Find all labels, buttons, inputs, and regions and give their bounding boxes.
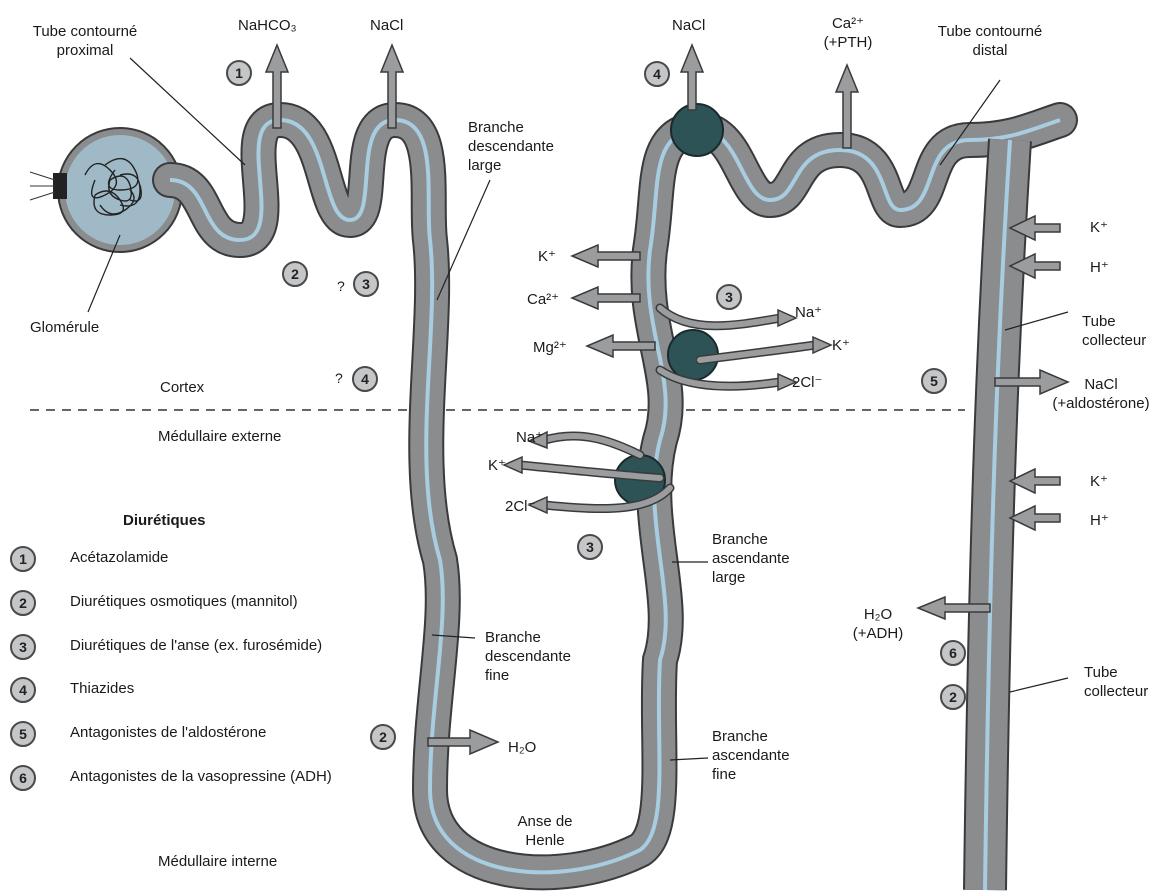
arrow-nacl2 <box>681 45 703 110</box>
label-mg-left: Mg²⁺ <box>533 338 567 357</box>
legend-item-1: Acétazolamide <box>70 549 168 566</box>
legend-badge-3: 3 <box>10 634 36 660</box>
legend-title: Diurétiques <box>123 512 206 529</box>
label-bdf: Branche descendante fine <box>485 628 571 685</box>
arrow-k2 <box>1010 469 1060 493</box>
label-bdl-l3: large <box>468 157 501 174</box>
label-cl-l2: 2Cl⁻ <box>505 497 535 516</box>
label-anse: Anse de Henle <box>505 812 585 850</box>
label-baf-l1: Branche <box>712 728 768 745</box>
label-bal-l3: large <box>712 569 745 586</box>
label-h2o-loop: H₂O <box>508 738 536 757</box>
badge-4-proximal: 4 <box>352 366 378 392</box>
legend-item-5: Antagonistes de l'aldostérone <box>70 724 266 741</box>
label-h2o-adh: H₂O (+ADH) <box>848 605 908 643</box>
label-k-r: K⁺ <box>832 336 850 355</box>
label-cortex: Cortex <box>160 378 204 397</box>
label-ca-l2: (+PTH) <box>824 34 873 51</box>
label-baf-l2: ascendante <box>712 747 790 764</box>
label-bdf-l2: descendante <box>485 648 571 665</box>
label-tc1-l1: Tube <box>1082 313 1116 330</box>
arrow-ca-left <box>572 287 640 309</box>
label-bdl-l1: Branche <box>468 119 524 136</box>
collecting-duct <box>985 140 1010 890</box>
legend-item-6: Antagonistes de la vasopressine (ADH) <box>70 768 332 785</box>
badge-3-ascending-lower: 3 <box>577 534 603 560</box>
question-mark-4: ? <box>335 370 343 386</box>
label-ca: Ca²⁺ (+PTH) <box>818 14 878 52</box>
label-anse-l2: Henle <box>525 832 564 849</box>
badge-4-distal: 4 <box>644 61 670 87</box>
label-med-int: Médullaire interne <box>158 852 277 871</box>
label-bdf-l1: Branche <box>485 629 541 646</box>
label-anse-l1: Anse de <box>517 813 572 830</box>
label-cl-r: 2Cl⁻ <box>792 373 822 392</box>
label-tcp-l2: proximal <box>57 42 114 59</box>
label-bdl: Branche descendante large <box>468 118 554 175</box>
legend-badge-6: 6 <box>10 765 36 791</box>
label-h2o-adh-l2: (+ADH) <box>853 625 903 642</box>
label-tc2-l2: collecteur <box>1084 683 1148 700</box>
legend-item-3: Diurétiques de l'anse (ex. furosémide) <box>70 637 322 654</box>
label-nahco3: NaHCO₃ <box>238 16 297 35</box>
label-na-r: Na⁺ <box>795 303 822 322</box>
badge-3-ascending-upper: 3 <box>716 284 742 310</box>
label-k-left: K⁺ <box>538 247 556 266</box>
badge-2-collecting: 2 <box>940 684 966 710</box>
label-bdl-l2: descendante <box>468 138 554 155</box>
legend-badge-5: 5 <box>10 721 36 747</box>
label-baf: Branche ascendante fine <box>712 727 790 784</box>
arrow-k-left <box>572 245 640 267</box>
label-bal-l1: Branche <box>712 531 768 548</box>
label-k2: K⁺ <box>1090 472 1108 491</box>
label-ca-left: Ca²⁺ <box>527 290 559 309</box>
legend-item-4: Thiazides <box>70 680 134 697</box>
label-h2: H⁺ <box>1090 511 1109 530</box>
label-nacl2: NaCl <box>672 16 705 35</box>
label-bdf-l3: fine <box>485 667 509 684</box>
label-tc1-l2: collecteur <box>1082 332 1146 349</box>
badge-3-proximal: 3 <box>353 271 379 297</box>
label-tcp-l1: Tube contourné <box>33 23 138 40</box>
question-mark-3: ? <box>337 278 345 294</box>
badge-2-loop: 2 <box>370 724 396 750</box>
label-tc2-l1: Tube <box>1084 664 1118 681</box>
legend-badge-4: 4 <box>10 677 36 703</box>
legend-badge-2: 2 <box>10 590 36 616</box>
arrow-h2 <box>1010 506 1060 530</box>
label-baf-l3: fine <box>712 766 736 783</box>
label-h2o-adh-l1: H₂O <box>864 606 892 623</box>
badge-6: 6 <box>940 640 966 666</box>
label-ca-l1: Ca²⁺ <box>832 15 864 32</box>
label-tcd-l2: distal <box>972 42 1007 59</box>
label-med-ext: Médullaire externe <box>158 427 281 446</box>
label-tcd-l1: Tube contourné <box>938 23 1043 40</box>
legend-badge-1: 1 <box>10 546 36 572</box>
label-glomerule: Glomérule <box>30 318 99 337</box>
label-bal: Branche ascendante large <box>712 530 790 587</box>
label-na-l2: Na⁺ <box>516 428 543 447</box>
label-nacl1: NaCl <box>370 16 403 35</box>
label-bal-l2: ascendante <box>712 550 790 567</box>
label-k-l2: K⁺ <box>488 456 506 475</box>
legend-item-2: Diurétiques osmotiques (mannitol) <box>70 593 298 610</box>
label-k1: K⁺ <box>1090 218 1108 237</box>
label-nacl-ald: NaCl (+aldostérone) <box>1036 375 1166 413</box>
label-tcp: Tube contourné proximal <box>20 22 150 60</box>
label-nacl-ald-l1: NaCl <box>1084 376 1117 393</box>
label-h1: H⁺ <box>1090 258 1109 277</box>
label-tcd: Tube contourné distal <box>930 22 1050 60</box>
nephron-tube-left <box>170 120 690 872</box>
label-nacl-ald-l2: (+aldostérone) <box>1052 395 1149 412</box>
badge-2-proximal: 2 <box>282 261 308 287</box>
badge-1: 1 <box>226 60 252 86</box>
pump-distal <box>671 104 723 156</box>
label-tc1: Tube collecteur <box>1082 312 1146 350</box>
badge-5: 5 <box>921 368 947 394</box>
label-tc2: Tube collecteur <box>1084 663 1148 701</box>
